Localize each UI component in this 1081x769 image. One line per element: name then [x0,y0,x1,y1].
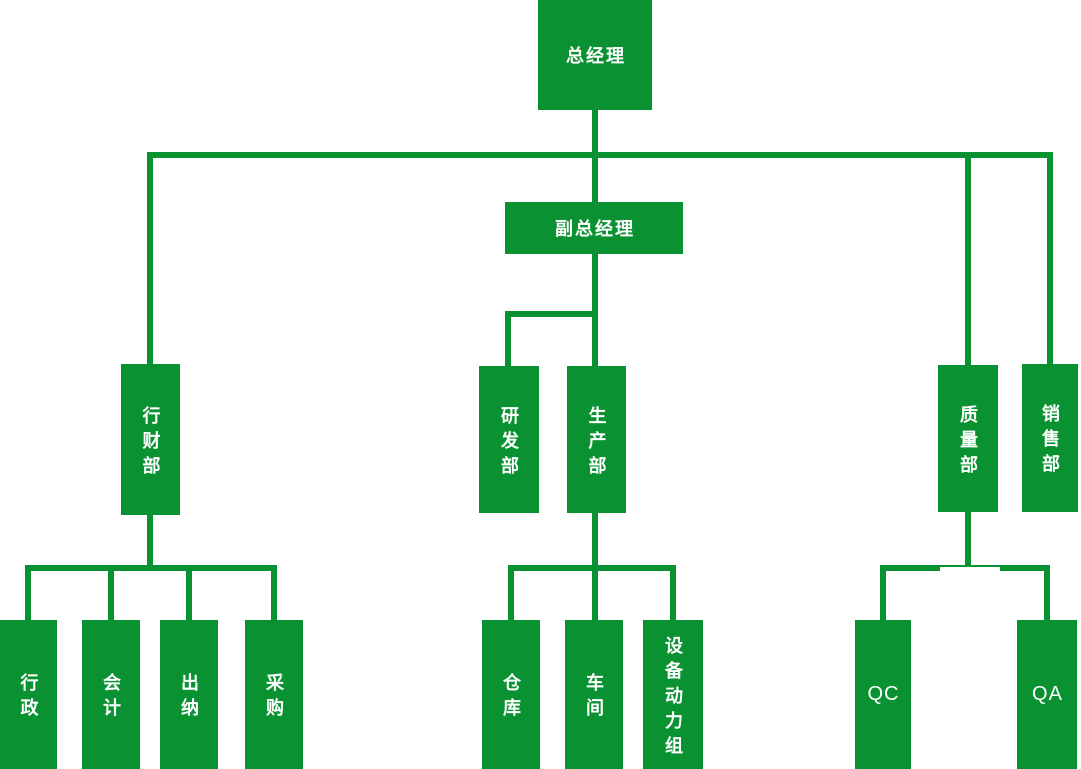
org-node-label: 研发部 [499,405,519,481]
org-node-cashier: 出纳 [160,620,218,769]
connector-rail4-to-qc [880,565,886,620]
connector-rail-to-quality-dept [965,152,971,365]
connector-rail3 [508,565,676,571]
org-node-warehouse: 仓库 [482,620,540,769]
connector-rail2-to-accounting [108,565,114,620]
connector-rail2-to-administration [25,565,31,620]
org-node-label: 总经理 [566,46,626,66]
connector-rail-to-admin-finance-dept [147,152,153,364]
org-node-label: 会计 [101,673,121,723]
connector-elbow-to-rnd-vertical [505,311,511,366]
connector-rail2-to-procurement [271,565,277,620]
org-node-label: 行政 [18,673,39,723]
org-node-label: 车间 [584,673,604,723]
connector-rail2 [25,565,277,571]
org-node-qa: QA [1017,620,1077,769]
org-node-rnd-dept: 研发部 [479,366,539,513]
org-node-general-manager: 总经理 [538,0,652,110]
connector-rail3-to-equipment-power [670,565,676,620]
org-node-label: QA [1032,683,1063,705]
org-node-deputy-general-manager: 副总经理 [505,202,683,254]
org-node-label: 副总经理 [555,219,635,239]
connector-gm-to-rail [592,110,598,158]
connector-elbow-to-rnd-horizontal [505,311,598,317]
connector-rail-to-sales-dept [1047,152,1053,364]
org-node-accounting: 会计 [82,620,140,769]
connector-admin-finance-to-rail2 [147,515,153,571]
org-node-workshop: 车间 [565,620,623,769]
org-node-procurement: 采购 [245,620,303,769]
org-node-admin-finance-dept: 行财部 [121,364,180,515]
org-node-qc: QC [855,620,911,769]
connector-rail4-to-qa [1044,565,1050,620]
org-node-label: 仓库 [501,673,521,723]
connector-quality-to-rail4 [965,512,971,571]
org-node-label: 设备动力组 [663,635,683,761]
org-node-quality-dept: 质量部 [938,365,998,512]
org-node-production-dept: 生产部 [567,366,626,513]
org-node-administration: 行政 [0,620,57,769]
org-node-label: 质量部 [958,404,978,480]
org-node-label: QC [867,683,900,705]
connector-rail3-to-warehouse [508,565,514,620]
org-node-sales-dept: 销售部 [1022,364,1078,512]
connector-rail2-to-cashier [186,565,192,620]
org-node-label: 生产部 [586,405,607,481]
org-node-label: 行财部 [140,405,161,481]
org-node-label: 采购 [264,673,284,723]
connector-rail-to-deputy-gm [592,152,598,202]
connector-rail4-gap-overlay [940,567,1000,578]
connector-deputy-gm-to-production [592,254,598,366]
connector-top-rail [147,152,1053,158]
org-node-label: 出纳 [179,673,199,723]
org-node-equipment-power-group: 设备动力组 [643,620,703,769]
org-node-label: 销售部 [1040,404,1060,479]
